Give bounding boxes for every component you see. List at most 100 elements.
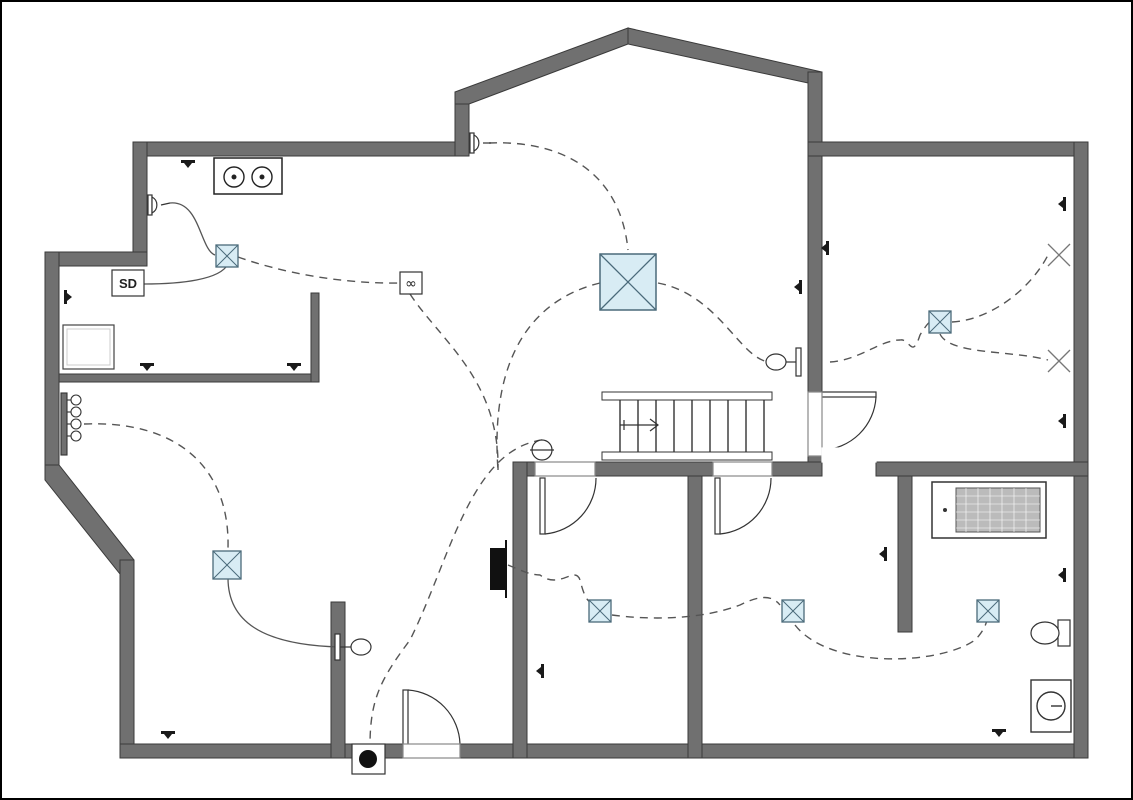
- stair-treads: [619, 400, 765, 452]
- ceiling-light-icon: [212, 550, 242, 580]
- wall-right-room-bottom: [875, 461, 1089, 477]
- outlet-icon: [1058, 568, 1066, 582]
- wall-left-vertical: [44, 251, 60, 473]
- door-front-swing: [407, 689, 461, 745]
- outlet-icon: [536, 664, 544, 678]
- door-room-b-leaf: [714, 477, 721, 535]
- ceiling-light-icon: [928, 310, 952, 334]
- wall-lamp-icon: [334, 633, 372, 661]
- stair-arrow-icon: [620, 418, 659, 432]
- doors: [402, 391, 877, 759]
- outlet-icon: [181, 160, 195, 168]
- wall-lamp-icon: [147, 194, 171, 216]
- wire-13: [939, 333, 1049, 361]
- outlet-icon: [287, 363, 301, 371]
- door-front-leaf: [402, 689, 409, 747]
- door-room-a-leaf: [539, 477, 546, 535]
- wall-entry-partition: [330, 601, 346, 759]
- outlet-icon: [992, 729, 1006, 737]
- wire-7: [369, 439, 543, 747]
- wall-lamps: [147, 132, 802, 661]
- ceiling-light-icon: [781, 599, 805, 623]
- ceiling-light-icon: [599, 253, 657, 311]
- door-room-b-opening: [712, 461, 773, 477]
- door-room-a-opening: [534, 461, 596, 477]
- wall-bottom-right: [459, 743, 1089, 759]
- electrical-panel-icon: [490, 540, 507, 598]
- wire-9: [611, 596, 781, 619]
- smoke-detector-label: SD: [119, 276, 137, 291]
- wall-light-icon: [1047, 349, 1071, 373]
- wall-bay-roof-left: [454, 27, 629, 105]
- outlet-icon: [821, 241, 829, 255]
- wall-bottom-left: [119, 743, 353, 759]
- washer-icon: [62, 324, 115, 370]
- wall-corridor-b: [594, 461, 714, 477]
- toilet-icon: [1030, 619, 1071, 647]
- door-right-room-leaf: [819, 391, 877, 398]
- outlet-icon: [879, 547, 887, 561]
- wire-solid-3: [227, 577, 341, 648]
- wall-lights-right: [1047, 243, 1071, 373]
- wall-closet-right: [310, 292, 320, 383]
- ceiling-light-icon: [588, 599, 612, 623]
- wall-left-notch: [44, 251, 148, 267]
- outlet-icon: [161, 731, 175, 739]
- outlet-icon: [794, 280, 802, 294]
- svg-text:∞: ∞: [405, 276, 417, 292]
- wire-6: [83, 423, 229, 549]
- wire-10: [794, 612, 989, 660]
- wall-interior-left: [512, 461, 528, 759]
- walls: [44, 27, 1089, 759]
- ceiling-light-icon: [976, 599, 1000, 623]
- duplex-outlet-icon: ∞: [399, 271, 423, 295]
- wall-lamp-icon: [469, 132, 491, 154]
- door-right-room-opening: [807, 391, 823, 457]
- wall-bathroom-partition: [897, 475, 913, 633]
- wall-right: [1073, 141, 1089, 759]
- wall-bottom-mid: [384, 743, 404, 759]
- staircase: [601, 391, 773, 461]
- outlets: [64, 160, 1066, 739]
- wire-12: [951, 254, 1049, 323]
- meter-icon: [351, 743, 386, 775]
- door-room-b-swing: [719, 477, 772, 535]
- smoke-detector-icon: SD: [111, 269, 145, 297]
- wall-top-right: [807, 141, 1089, 157]
- wire-solid-2: [143, 263, 229, 285]
- outlet-icon: [1058, 197, 1066, 211]
- door-right-room-gap: [821, 447, 877, 463]
- wall-bay-right: [807, 71, 823, 393]
- outlet-icon: [140, 363, 154, 371]
- wire-4: [496, 282, 601, 471]
- wall-left-upper-stub: [132, 141, 148, 261]
- ceiling-lights: [212, 244, 1000, 623]
- wire-solid-1: [169, 202, 216, 256]
- switch-bank-icon: [60, 392, 82, 456]
- bathtub-icon: [931, 481, 1047, 539]
- wire-2: [409, 293, 499, 471]
- wiring-dashed: [83, 142, 1049, 747]
- wall-left-lower: [119, 559, 135, 759]
- stair-top-rail: [601, 391, 773, 401]
- wire-5: [657, 282, 771, 363]
- door-room-a-swing: [544, 477, 597, 535]
- outlet-icon: [64, 290, 72, 304]
- wiring-solid: [143, 202, 341, 648]
- wall-light-icon: [1047, 243, 1071, 267]
- double-sink-icon: [213, 157, 283, 195]
- bathroom-sink-icon: [1030, 679, 1072, 733]
- door-bell-icon: [530, 439, 554, 461]
- stair-bottom-rail: [601, 451, 773, 461]
- outlet-icon: [1058, 414, 1066, 428]
- wire-3: [488, 142, 629, 251]
- wall-lamp-icon: [765, 347, 802, 377]
- wall-interior-middle: [687, 475, 703, 759]
- wall-top-left: [132, 141, 466, 157]
- wall-corridor-c: [771, 461, 823, 477]
- wire-1: [237, 256, 401, 284]
- ceiling-light-icon: [215, 244, 239, 268]
